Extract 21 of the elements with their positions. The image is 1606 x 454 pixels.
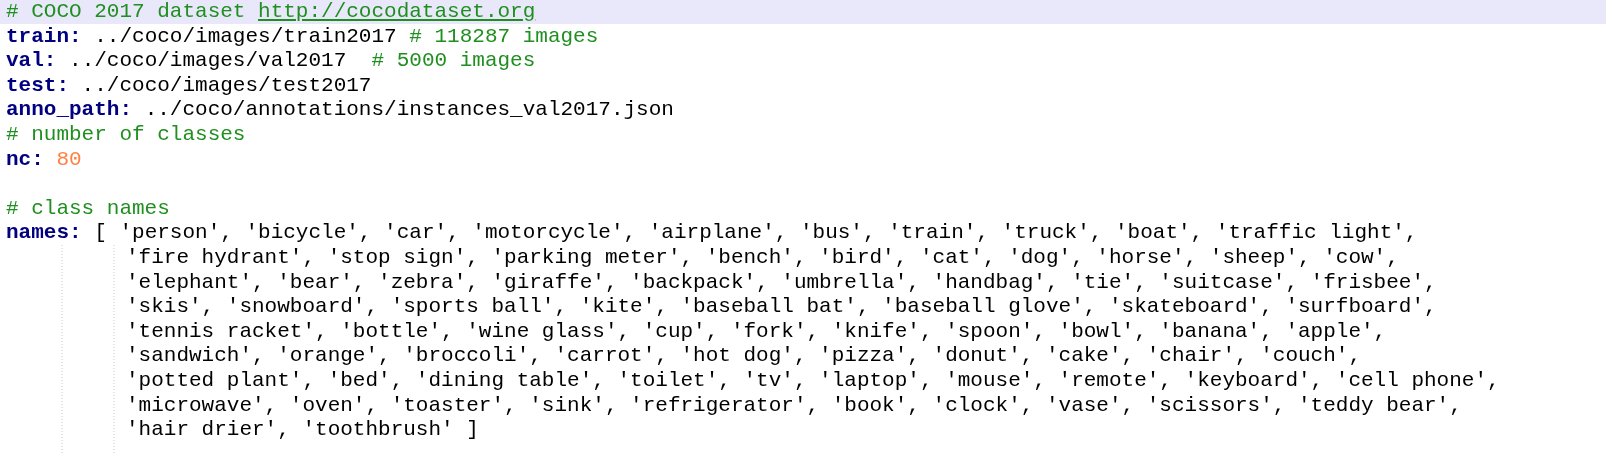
code-comment: # 118287 images — [409, 24, 599, 48]
code-line: 'skis', 'snowboard', 'sports ball', 'kite', 'baseball bat', 'baseball glove', 'skateboard', 'surfboard', — [126, 295, 1437, 319]
code-comment: # class names — [6, 196, 170, 220]
code-line: train: ../coco/images/train2017 — [6, 24, 397, 48]
code-line: names: [ 'person', 'bicycle', 'car', 'motorcycle', 'airplane', 'bus', 'train', 'truck', 'boat', 'traffic light', — [6, 221, 1418, 245]
code-line: 'tennis racket', 'bottle', 'wine glass', 'cup', 'fork', 'knife', 'spoon', 'bowl', 'banana', 'apple', — [126, 319, 1387, 343]
code-line: anno_path: ../coco/annotations/instances_val2017.json — [6, 98, 674, 122]
url-link: http://cocodataset.org — [258, 0, 536, 23]
code-line: 'microwave', 'oven', 'toaster', 'sink', 'refrigerator', 'book', 'clock', 'vase', 'scissors', 'teddy bear', — [126, 393, 1462, 417]
code-comment: # 5000 images — [371, 49, 536, 73]
number-value: 80 — [56, 147, 82, 171]
code-line: 'potted plant', 'bed', 'dining table', 'toilet', 'tv', 'laptop', 'mouse', 'remote', 'keyboard', 'cell phone', — [126, 369, 1500, 392]
code-comment: # number of classes — [6, 123, 246, 146]
code-line: 'sandwich', 'orange', 'broccoli', 'carrot', 'hot dog', 'pizza', 'donut', 'cake', 'chair', 'couch', — [126, 344, 1361, 368]
code-line: 'elephant', 'bear', 'zebra', 'giraffe', 'backpack', 'umbrella', 'handbag', 'tie', 'suitcase', 'frisbee', — [126, 270, 1437, 294]
code-line: val: ../coco/images/val2017 — [6, 49, 347, 73]
code-comment: # COCO 2017 dataset — [6, 0, 246, 23]
code-line: 'hair drier', 'toothbrush' ] — [126, 418, 479, 442]
code-line: 'fire hydrant', 'stop sign', 'parking meter', 'bench', 'bird', 'cat', 'dog', 'horse', 'sheep', 'cow', — [126, 246, 1399, 269]
code-line: nc: — [6, 147, 44, 171]
code-line: test: ../coco/images/test2017 — [6, 73, 372, 97]
